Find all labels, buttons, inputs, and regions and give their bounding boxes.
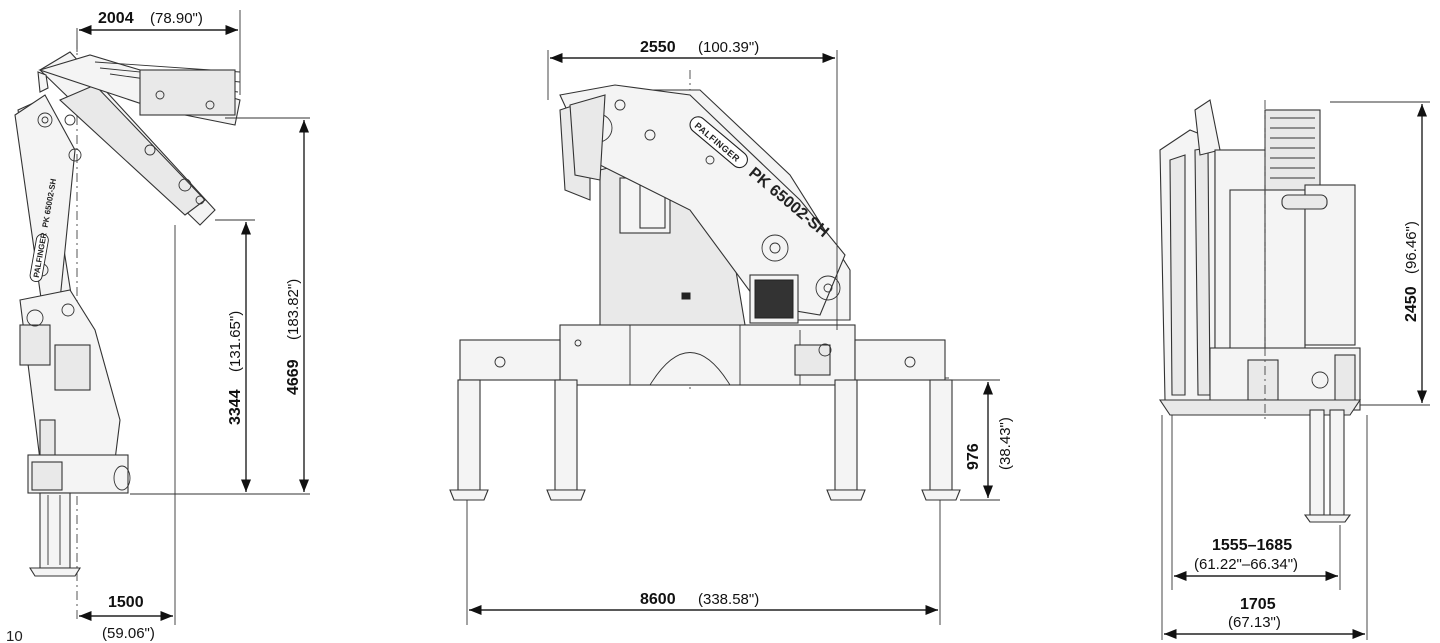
front-outrigger-span-mm: 8600 [640, 591, 676, 608]
side-view-crane-illustration: PALFINGER PK 65002-SH [14, 51, 241, 577]
side-height-total-mm: 4669 [285, 359, 302, 395]
rear-height-mm: 2450 [1403, 286, 1420, 322]
front-top-width-inch: (100.39") [698, 39, 759, 56]
front-leg-height-mm: 976 [965, 443, 982, 470]
rear-view: 2450 (96.46") 1555–1685 (61.22"–66.34") … [1158, 99, 1430, 640]
side-bottom-width-inch: (59.06") [102, 625, 155, 642]
rear-outer-width-mm: 1705 [1240, 596, 1276, 613]
side-top-width-inch: (78.90") [150, 10, 203, 27]
side-height-total-inch: (183.82") [285, 279, 302, 340]
side-top-width-mm: 2004 [98, 10, 134, 27]
rear-height-inch: (96.46") [1403, 221, 1420, 274]
side-view: PALFINGER PK 65002-SH 2004 (7 [14, 10, 310, 642]
front-view-crane-illustration: PALFINGER PK 65002-SH [449, 84, 961, 501]
side-height-inner-mm: 3344 [227, 389, 244, 425]
rear-outer-width-inch: (67.13") [1228, 614, 1281, 631]
front-top-width-mm: 2550 [640, 39, 676, 56]
rear-view-crane-illustration [1158, 99, 1362, 523]
page-number: 10 [6, 628, 23, 643]
side-height-inner-inch: (131.65") [227, 311, 244, 372]
front-leg-height-inch: (38.43") [997, 417, 1014, 470]
rear-inner-width-mm: 1555–1685 [1212, 537, 1292, 554]
front-view: PALFINGER PK 65002-SH [449, 39, 1014, 625]
front-outrigger-span-inch: (338.58") [698, 591, 759, 608]
front-view-outrigger-legs [449, 379, 961, 501]
side-bottom-width-mm: 1500 [108, 594, 144, 611]
rear-inner-width-inch: (61.22"–66.34") [1194, 556, 1298, 573]
